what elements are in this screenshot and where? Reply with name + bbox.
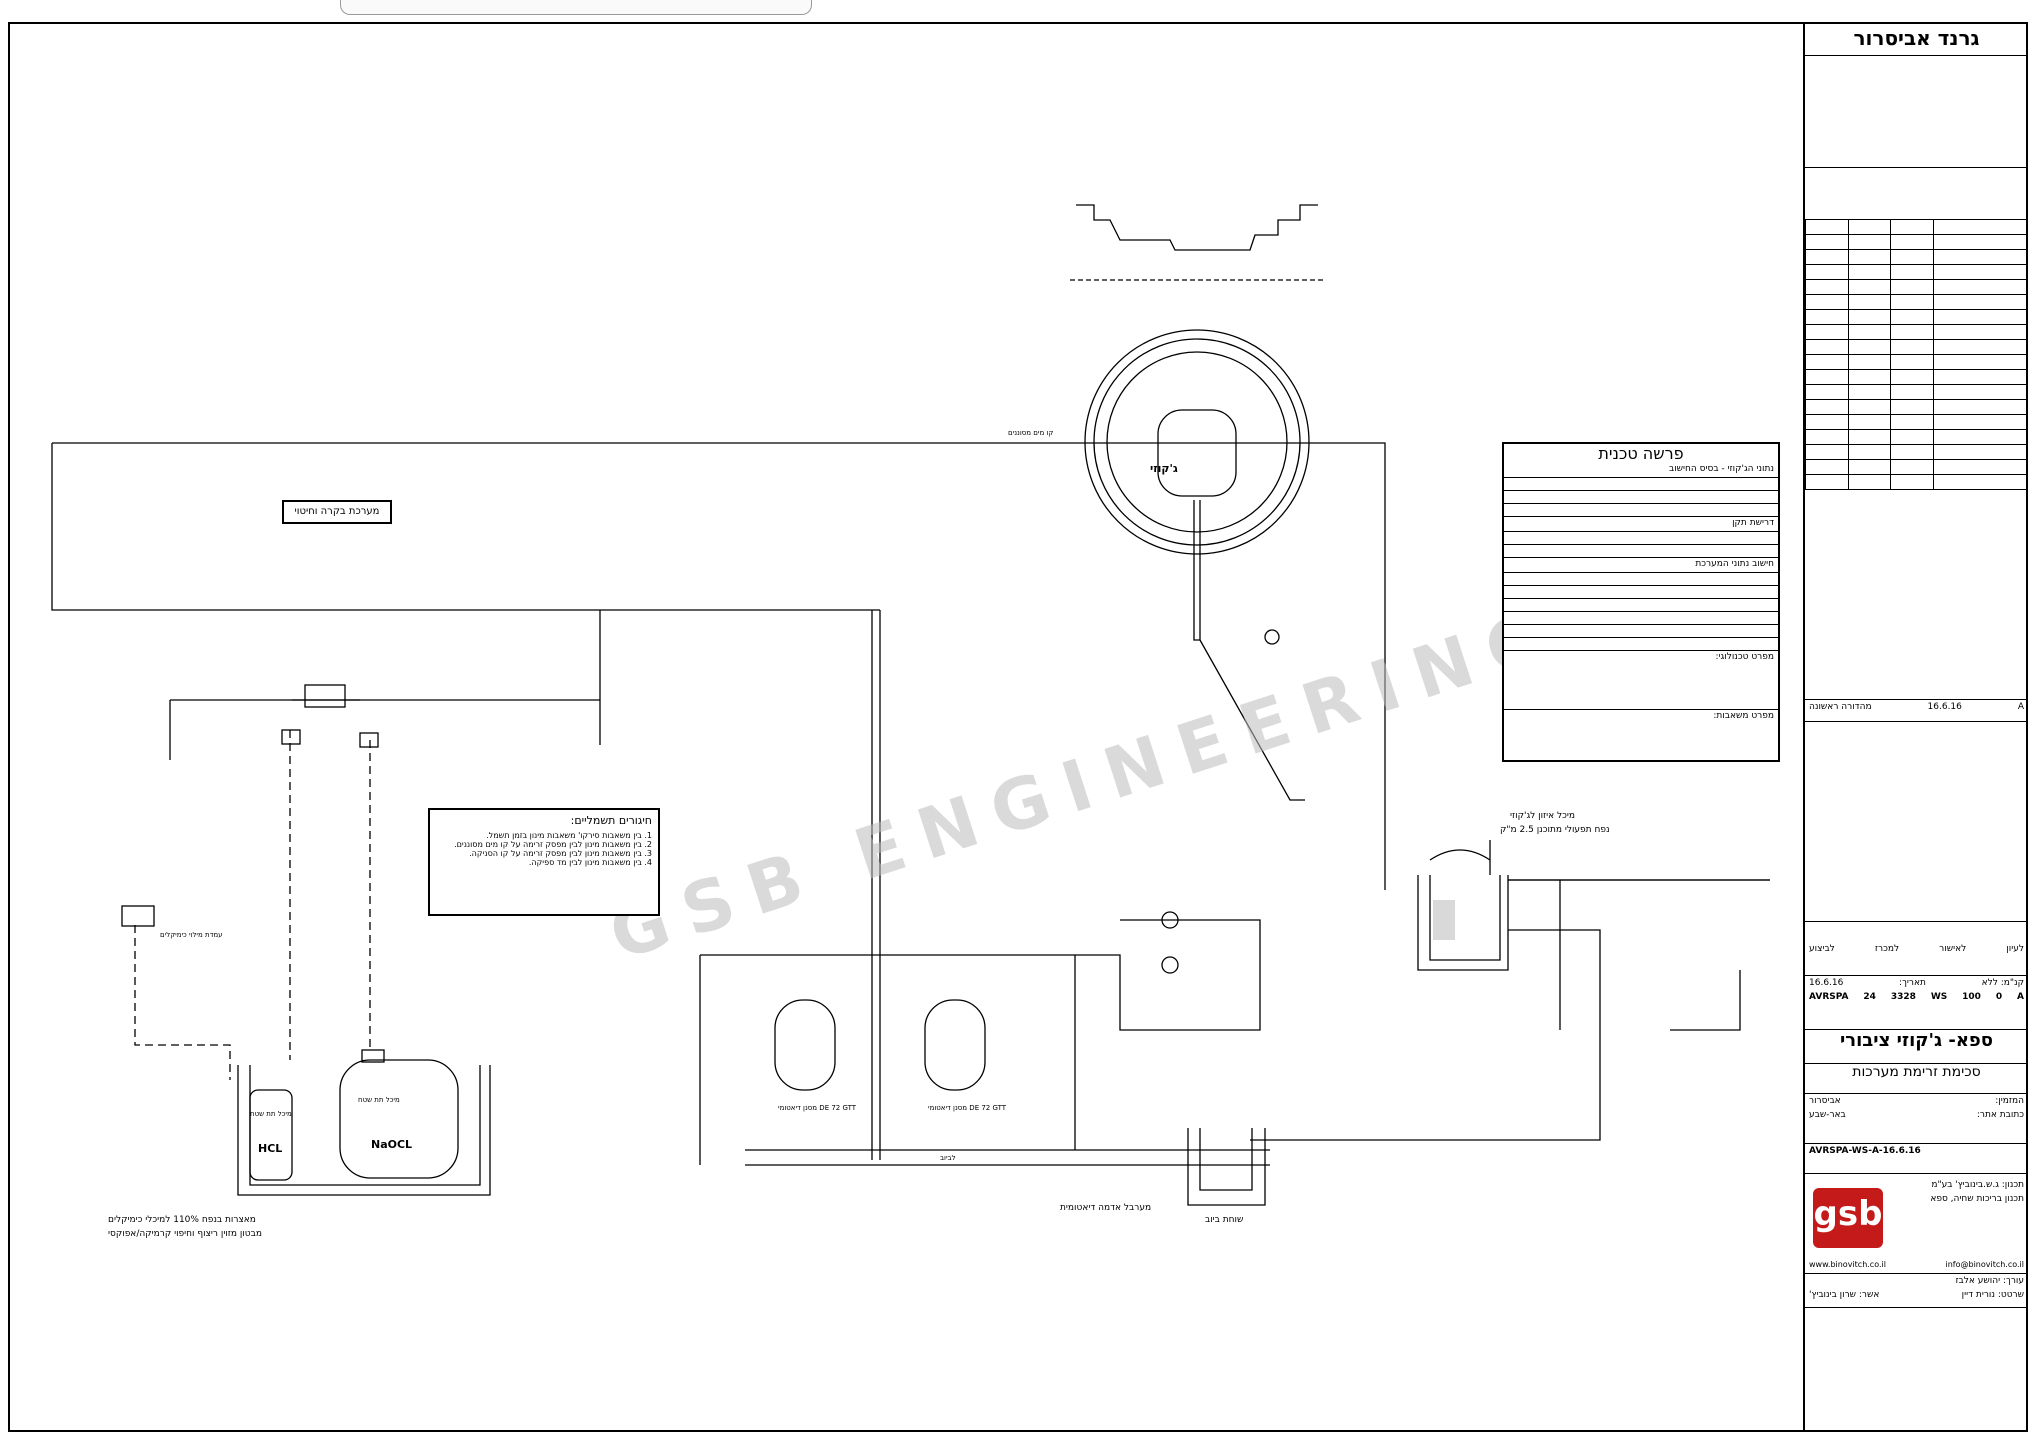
company-header: גרנד אביסרור (1853, 26, 1980, 50)
interlocks-note: חיגורים תשמליים: 1. בין משאבות סירקו' מש… (428, 808, 660, 916)
sheet-number-cell: AVRSPA-WS-A-16.6.16 (1805, 1144, 2028, 1174)
hcl-tank (249, 1089, 293, 1181)
revision-desc: מהדורה ראשונה (1809, 702, 1872, 712)
date-value: 16.6.16 (1809, 978, 1844, 988)
chem-fill-station (121, 905, 155, 927)
hcl-label: HCL (258, 1142, 282, 1155)
heating-system-box: מערכת בקרה וחיטוי (282, 500, 392, 524)
balance-tank-label: מיכל איזון לג'קוזי (1510, 811, 1575, 821)
bunker-note: מאצרות בנפח 110% למיכלי כימיקלים (108, 1215, 256, 1225)
balance-tank-wall (1417, 875, 1509, 971)
chem-station-label: עמדת מילוי כימיקלים (160, 931, 223, 939)
stage-option-3[interactable]: למכרז (1874, 944, 1900, 954)
note-3: 3. בין משאבות מינון לבין מפסק זרימה על ק… (469, 849, 652, 858)
company-header-cell: גרנד אביסרור (1805, 22, 2028, 56)
spec-heading: פרשה טכנית (1598, 444, 1684, 463)
spec-sub-2: דרישת תקן (1504, 517, 1778, 532)
drain-pit-label: שוחת ביוב (1205, 1215, 1243, 1225)
sheet-number: AVRSPA-WS-A-16.6.16 (1809, 1146, 1921, 1156)
controller-box (304, 684, 346, 708)
date-label: תאריך: (1899, 978, 1926, 988)
designer-name: תכנון: ג.ש.בינוביץ' בע"מ (1931, 1180, 2024, 1190)
watermark: GSB ENGINEERING (600, 590, 1572, 976)
code-cell-4: WS (1930, 992, 1948, 1002)
signature-1: עורך: יהושע אלבז (1955, 1276, 2024, 1286)
designer-sub: תכנון בריכות שחיה, ספא (1930, 1194, 2024, 1204)
project-name: ספא- ג'קוזי ציבורי (1839, 1030, 1994, 1051)
sewage-label: לביוב (940, 1154, 956, 1162)
signatures-cell: עורך: יהושע אלבז שרטט: נורית דיין אשר: ש… (1805, 1274, 2028, 1308)
spec-sub-5: מפרט משאבות: (1713, 711, 1774, 721)
sheet-title: סכימת זרימת מערכות (1852, 1064, 1981, 1080)
tank-large-label: מיכל תת שטח (358, 1096, 400, 1104)
title-block: גרנד אביסרור A 16.6.16 מהדורה ראשונה לעי… (1803, 22, 2028, 1432)
return-line-top (52, 442, 1386, 890)
tech-spec-table: פרשה טכנית נתוני הג'קוזי - בסיס החישוב ד… (1502, 442, 1780, 762)
designer-cell: תכנון: ג.ש.בינוביץ' בע"מ תכנון בריכות שח… (1805, 1174, 2028, 1274)
filter-2-label: מסנן דיאטומי DE 72 GTT (928, 1104, 1007, 1112)
code-cell-1: AVRSPA (1809, 992, 1849, 1002)
bunker-note-2: מבטון מזוין ריצוף וחיפוי קרמיקה/אפוקסי (108, 1229, 262, 1239)
filter-1 (774, 999, 836, 1091)
note-1: 1. בין משאבות סירקו' משאבות מינון בזמן ת… (486, 831, 652, 840)
stage-option-4[interactable]: לביצוע (1809, 944, 1835, 954)
return-line-loop (51, 443, 880, 611)
spec-sub-3: חישוב נתוני המערכת (1504, 558, 1778, 573)
revision-row: A 16.6.16 מהדורה ראשונה (1805, 700, 2028, 722)
code-cell-2: 24 (1863, 992, 1876, 1002)
note-4: 4. בין משאבות מינון לבין מד ספיקה. (528, 858, 652, 867)
scale-label: קנ"מ: ללא (1981, 978, 2024, 988)
site-value: באר-שבע (1809, 1110, 1846, 1120)
project-name-cell: ספא- ג'קוזי ציבורי (1805, 1030, 2028, 1064)
revision-space (1805, 722, 2028, 922)
balance-tank-sub: נפח תפעולי מתוכנן 2.5 מ"ק (1500, 825, 1610, 835)
diatom-mixer-label: מערבל אדמה דיאטומית (1060, 1203, 1151, 1213)
web-link[interactable]: www.binovitch.co.il (1809, 1260, 1886, 1269)
legal-notes (1805, 56, 2028, 168)
heating-system-label: מערכת בקרה וחיטוי (294, 506, 380, 517)
approvals-grid (1804, 220, 2028, 700)
code-cell-7: A (2017, 992, 2024, 1002)
naocl-tank (339, 1059, 459, 1179)
drawing-frame (8, 22, 2028, 1432)
pump-1 (1161, 911, 1179, 929)
client-cell: המזמין: אביסרור כתובת אתר: באר-שבע (1805, 1094, 2028, 1144)
spec-sub-1: נתוני הג'קוזי - בסיס החישוב (1504, 463, 1778, 478)
code-cell-5: 100 (1962, 992, 1981, 1002)
sewage-pit (1187, 1128, 1266, 1206)
naocl-label: NaOCL (371, 1138, 412, 1151)
stage-cell: לעיון לאישור למכרז לביצוע (1805, 922, 2028, 976)
approval-cell (1805, 168, 2028, 220)
stage-option-2[interactable]: לאישור (1939, 944, 1967, 954)
code-cell-3: 3328 (1890, 992, 1916, 1002)
filter-1-label: מסנן דיאטומי DE 72 GTT (778, 1104, 857, 1112)
revision-date: 16.6.16 (1927, 702, 1962, 712)
stage-option-1[interactable]: לעיון (2006, 944, 2024, 954)
tank-small-label: מיכל תת שטח (250, 1110, 292, 1118)
window-tab-stub[interactable] (340, 0, 812, 15)
client-label: המזמין: (1995, 1096, 2024, 1106)
jacuzzi-name: ג'קוזי (1150, 462, 1178, 475)
chem-bunker (237, 1065, 491, 1196)
pump-jacuzzi (1264, 629, 1280, 645)
gsb-logo: gsb (1813, 1188, 1883, 1248)
sheet-title-cell: סכימת זרימת מערכות (1805, 1064, 2028, 1094)
email-link[interactable]: info@binovitch.co.il (1945, 1260, 2024, 1269)
signature-2: שרטט: נורית דיין (1961, 1290, 2024, 1300)
date-scale-cell: קנ"מ: ללא תאריך: 16.6.16 A 0 100 WS 3328… (1805, 976, 2028, 1030)
jacuzzi-outer (1084, 329, 1310, 555)
pump-2 (1161, 956, 1179, 974)
revision-letter: A (2017, 702, 2024, 712)
spec-sub-4: מפרט טכנולוגי: (1504, 651, 1778, 710)
filter-2 (924, 999, 986, 1091)
code-cell-6: 0 (1995, 992, 2003, 1002)
note-2: 2. בין משאבות מינון לבין מפסק זרימה על ק… (454, 840, 652, 849)
signature-3: אשר: שרון בינוביץ' (1809, 1290, 1880, 1300)
site-label: כתובת אתר: (1976, 1110, 2024, 1120)
client-value: אביסרור (1809, 1096, 1841, 1106)
note-title: חיגורים תשמליים: (570, 814, 652, 827)
return-lines-label: קו מים מסוננים (1008, 429, 1053, 437)
